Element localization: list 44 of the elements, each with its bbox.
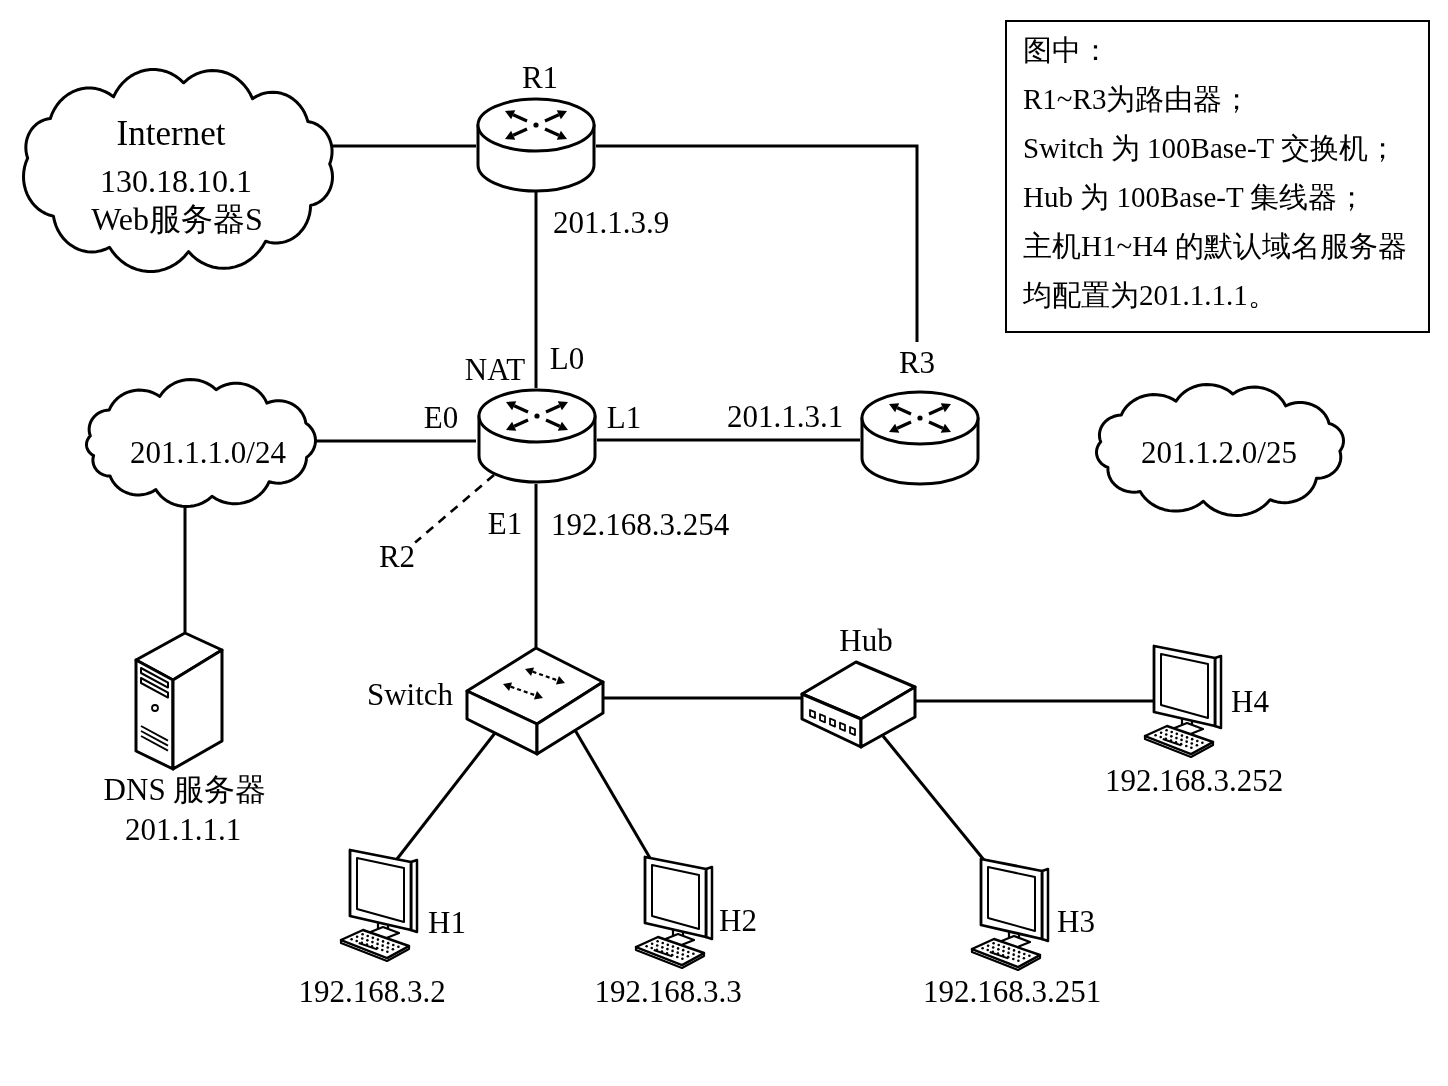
ip-address: 192.168.3.3: [594, 975, 742, 1007]
note-text: 图中：: [1023, 33, 1110, 68]
link-line: [395, 732, 497, 860]
device-label: R1: [521, 61, 559, 93]
note-text: Switch 为 100Base-T 交换机；: [1023, 131, 1398, 166]
link-line: [881, 735, 986, 861]
interface-label: E1: [487, 507, 523, 539]
ip-address: 192.168.3.2: [298, 975, 446, 1007]
device-label: H3: [1057, 905, 1095, 937]
link-line: [315, 439, 476, 443]
link-line: [597, 438, 860, 442]
device-label: H4: [1231, 685, 1269, 717]
device-label: Switch: [366, 678, 454, 710]
network-address: 201.1.2.0/25: [1141, 436, 1297, 468]
note-box: [1005, 20, 1430, 333]
device-label: H1: [428, 906, 466, 938]
ip-address: 192.168.3.251: [922, 975, 1102, 1007]
note-text: R1~R3为路由器；: [1023, 82, 1252, 117]
device-label: R3: [898, 346, 936, 378]
interface-label: L1: [606, 401, 642, 433]
interface-label: E0: [423, 401, 459, 433]
link-line: [534, 484, 538, 647]
network-label: Internet: [116, 115, 226, 151]
link-line: [604, 696, 801, 700]
link-line: [534, 192, 538, 388]
link-line: [596, 144, 919, 342]
device-label: R2: [378, 540, 416, 572]
ip-address: 192.168.3.252: [1104, 764, 1284, 796]
device-label: Hub: [839, 624, 893, 656]
note-text: 主机H1~H4 的默认域名服务器均配置为201.1.1.1。: [1023, 229, 1408, 313]
interface-label: L0: [549, 342, 585, 374]
device-label: NAT: [464, 353, 526, 385]
device-label: H2: [719, 904, 757, 936]
ip-address: 201.1.1.1: [124, 813, 242, 845]
link-line: [573, 729, 652, 859]
note-text: Hub 为 100Base-T 集线器；: [1023, 180, 1367, 215]
network-address: 201.1.1.0/24: [130, 436, 286, 468]
link-line: [331, 144, 476, 148]
link-line: [183, 506, 187, 632]
device-label: DNS 服务器: [103, 773, 267, 805]
ip-address: 130.18.10.1: [100, 165, 252, 197]
server-label: Web服务器S: [91, 203, 263, 235]
link-line: [916, 699, 1154, 703]
dashed-line: [414, 474, 495, 544]
